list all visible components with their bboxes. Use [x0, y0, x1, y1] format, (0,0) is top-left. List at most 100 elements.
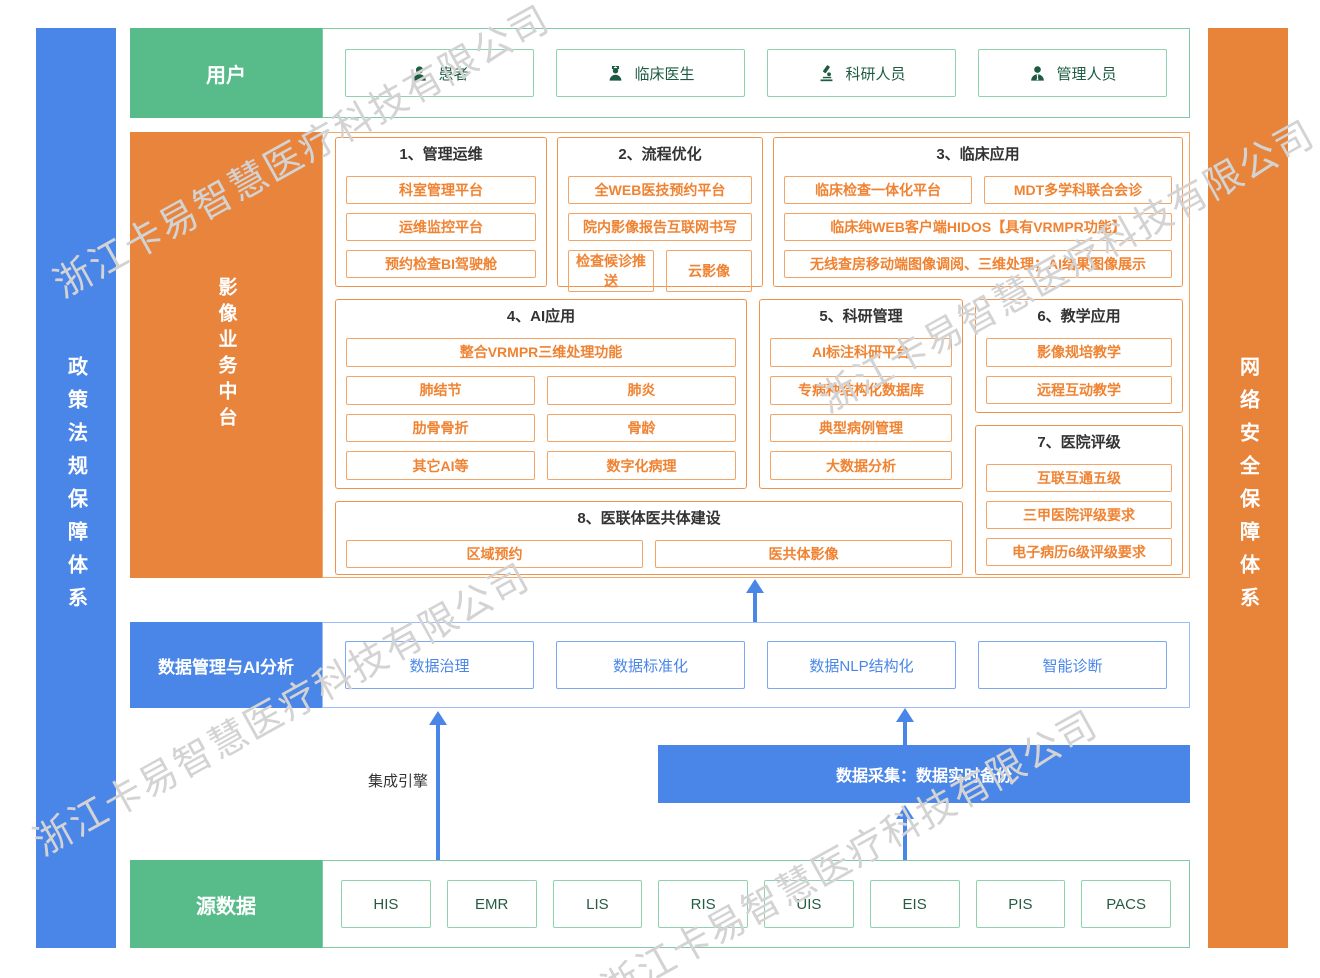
collect-to-datamgmt-arrow — [903, 721, 907, 745]
module-item: 大数据分析 — [770, 451, 952, 480]
group-teaching-application: 6、教学应用影像规培教学远程互动教学 — [975, 299, 1183, 413]
group-medical-alliance: 8、医联体医共体建设区域预约医共体影像 — [335, 501, 963, 575]
group-ai-application: 4、AI应用整合VRMPR三维处理功能肺结节肺炎肋骨骨折骨龄其它AI等数字化病理 — [335, 299, 747, 489]
data-mgmt-content: 数据治理 数据标准化 数据NLP结构化 智能诊断 — [322, 622, 1190, 708]
group-hospital-rating: 7、医院评级互联互通五级三甲医院评级要求电子病历6级评级要求 — [975, 425, 1183, 575]
group-research-management: 5、科研管理 AI标注科研平台专病种结构化数据库典型病例管理大数据分析 — [759, 299, 963, 489]
module-item: 其它AI等 — [346, 451, 535, 480]
source-system: PACS — [1081, 880, 1171, 928]
integration-engine-label: 集成引擎 — [367, 773, 428, 790]
group-title: 6、教学应用 — [1037, 308, 1121, 325]
group-row: 检查候诊推送云影像 — [568, 250, 752, 292]
arrow-to-imaging — [753, 592, 757, 622]
group-management-ops: 1、管理运维科室管理平台运维监控平台预约检查BI驾驶舱 — [335, 137, 547, 287]
group-title: 8、医联体医共体建设 — [577, 510, 721, 527]
data-collect-box: 数据采集：数据实时备份 — [658, 745, 1190, 803]
module-item: 区域预约 — [346, 540, 643, 568]
module-item: AI标注科研平台 — [770, 338, 952, 367]
collect-to-datamgmt-arrow-head — [896, 708, 914, 722]
group-row: 专病种结构化数据库 — [770, 375, 952, 405]
network-security-bar: 网络安全保障体系 — [1208, 28, 1288, 948]
source-system: EMR — [446, 880, 537, 928]
group-row: 肺结节肺炎 — [346, 375, 736, 405]
user-label: 临床医生 — [634, 65, 695, 83]
group-title: 1、管理运维 — [399, 146, 483, 163]
source-system: UIS — [764, 880, 854, 928]
user-label: 患者 — [438, 65, 469, 83]
module-item: 院内影像报告互联网书写 — [568, 213, 752, 241]
patient-icon — [413, 65, 427, 81]
group-row: 区域预约医共体影像 — [346, 540, 952, 568]
integration-engine-arrow — [436, 724, 440, 860]
network-security-label: 网络安全保障体系 — [1236, 356, 1259, 620]
group-row: 电子病历6级评级要求 — [986, 538, 1172, 566]
module-item: 临床检查一体化平台 — [784, 176, 972, 204]
data-mgmt-label: 数据管理与AI分析 — [130, 622, 322, 708]
group-row: 全WEB医技预约平台 — [568, 176, 752, 204]
group-row: 整合VRMPR三维处理功能 — [346, 338, 736, 367]
source-system: PIS — [975, 880, 1066, 928]
user-label: 科研人员 — [845, 65, 906, 83]
group-row: 临床纯WEB客户端HIDOS【具有VRMPR功能】 — [784, 213, 1172, 241]
data-mgmt-row: 数据管理与AI分析 数据治理 数据标准化 数据NLP结构化 智能诊断 — [130, 622, 1190, 708]
data-mgmt-item: 数据治理 — [345, 641, 534, 689]
group-row: 院内影像报告互联网书写 — [568, 213, 752, 241]
source-system: LIS — [552, 880, 643, 928]
user-label: 管理人员 — [1056, 65, 1117, 83]
group-row: 运维监控平台 — [346, 213, 536, 241]
module-item: 影像规培教学 — [986, 338, 1172, 367]
source-data-label: 源数据 — [130, 860, 322, 948]
group-title: 4、AI应用 — [506, 308, 576, 325]
source-to-collect-arrow-head — [896, 805, 914, 819]
users-row: 用户 患者 临床医生 科研人员 管理人员 — [130, 28, 1190, 118]
group-title: 3、临床应用 — [936, 146, 1020, 163]
module-item: 互联互通五级 — [986, 464, 1172, 492]
users-row-label: 用户 — [130, 28, 322, 118]
source-to-collect-arrow — [903, 818, 907, 860]
group-title: 7、医院评级 — [1037, 434, 1121, 451]
module-item: 无线查房移动端图像调阅、三维处理；AI结果图像展示 — [784, 250, 1172, 278]
source-system: RIS — [658, 880, 748, 928]
module-item: 专病种结构化数据库 — [770, 375, 952, 405]
group-row: 科室管理平台 — [346, 176, 536, 204]
imaging-platform-row: 影像业务中台 1、管理运维科室管理平台运维监控平台预约检查BI驾驶舱 2、流程优… — [130, 132, 1190, 578]
group-row: 无线查房移动端图像调阅、三维处理；AI结果图像展示 — [784, 250, 1172, 278]
module-item: 肋骨骨折 — [346, 413, 535, 443]
researcher-icon — [821, 64, 833, 81]
group-row: 预约检查BI驾驶舱 — [346, 250, 536, 278]
module-item: 数字化病理 — [547, 451, 736, 480]
imaging-platform-label: 影像业务中台 — [130, 132, 322, 578]
imaging-platform-content: 1、管理运维科室管理平台运维监控平台预约检查BI驾驶舱 2、流程优化全WEB医技… — [322, 132, 1190, 578]
policy-regulation-label: 政策法规保障体系 — [64, 356, 87, 620]
group-title: 5、科研管理 — [819, 308, 903, 325]
module-item: 临床纯WEB客户端HIDOS【具有VRMPR功能】 — [784, 213, 1172, 241]
module-item: 预约检查BI驾驶舱 — [346, 250, 536, 278]
module-item: 骨龄 — [547, 413, 736, 443]
module-item: 远程互动教学 — [986, 375, 1172, 404]
group-row: 远程互动教学 — [986, 375, 1172, 404]
arrow-to-imaging-head — [746, 579, 764, 593]
group-row: 三甲医院评级要求 — [986, 501, 1172, 529]
manager-icon — [1031, 65, 1045, 81]
module-item: 全WEB医技预约平台 — [568, 176, 752, 204]
module-item: 电子病历6级评级要求 — [986, 538, 1172, 566]
group-row: 临床检查一体化平台 MDT多学科联合会诊 — [784, 176, 1172, 204]
policy-regulation-bar: 政策法规保障体系 — [36, 28, 116, 948]
group-title: 2、流程优化 — [618, 146, 702, 163]
module-item: 运维监控平台 — [346, 213, 536, 241]
module-item: 云影像 — [666, 250, 752, 292]
source-system: HIS — [341, 880, 431, 928]
data-mgmt-item: 数据标准化 — [556, 641, 745, 689]
group-clinical-application: 3、临床应用临床检查一体化平台 MDT多学科联合会诊临床纯WEB客户端HIDOS【… — [773, 137, 1183, 287]
imaging-platform-label-text: 影像业务中台 — [215, 277, 237, 433]
data-mgmt-item: 智能诊断 — [978, 641, 1167, 689]
group-row: 典型病例管理 — [770, 413, 952, 443]
source-system: EIS — [869, 880, 960, 928]
module-item: MDT多学科联合会诊 — [984, 176, 1172, 204]
user-box-researcher: 科研人员 — [767, 49, 956, 97]
module-item: 科室管理平台 — [346, 176, 536, 204]
group-row: 大数据分析 — [770, 451, 952, 480]
data-mgmt-item: 数据NLP结构化 — [767, 641, 956, 689]
integration-engine-arrow-head — [429, 711, 447, 725]
